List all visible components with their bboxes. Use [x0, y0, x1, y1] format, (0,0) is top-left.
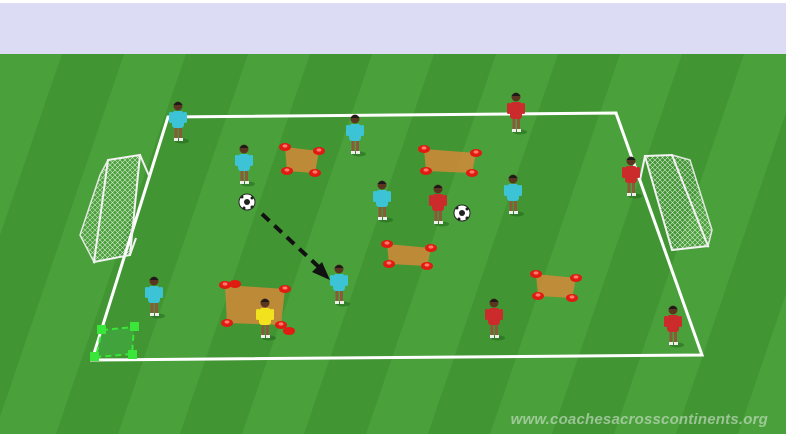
cone-icon [313, 147, 325, 155]
top-border [0, 0, 786, 3]
cone-icon [281, 167, 293, 175]
cone-icon [418, 145, 430, 153]
cone-icon [425, 244, 437, 252]
cone-icon [279, 285, 291, 293]
cone-icon [532, 292, 544, 300]
cone-icon [381, 240, 393, 248]
cone-icon [421, 262, 433, 270]
cone-icon [279, 143, 291, 151]
cone-icon [309, 169, 321, 177]
cone-icon [420, 167, 432, 175]
soccer-ball-icon [239, 194, 255, 210]
cone-icon [283, 327, 295, 335]
cone-icon [229, 280, 241, 288]
cone-icon [570, 274, 582, 282]
cone-icon [221, 319, 233, 327]
cone-icon [566, 294, 578, 302]
cone-icon [466, 169, 478, 177]
cone-icon [530, 270, 542, 278]
cone-icon [383, 260, 395, 268]
watermark: www.coachesacrosscontinents.org [511, 411, 768, 428]
sky [0, 0, 786, 56]
cone-icon [275, 321, 287, 329]
cone-icon [470, 149, 482, 157]
cone-gate [219, 281, 291, 329]
soccer-ball-icon [454, 205, 470, 221]
